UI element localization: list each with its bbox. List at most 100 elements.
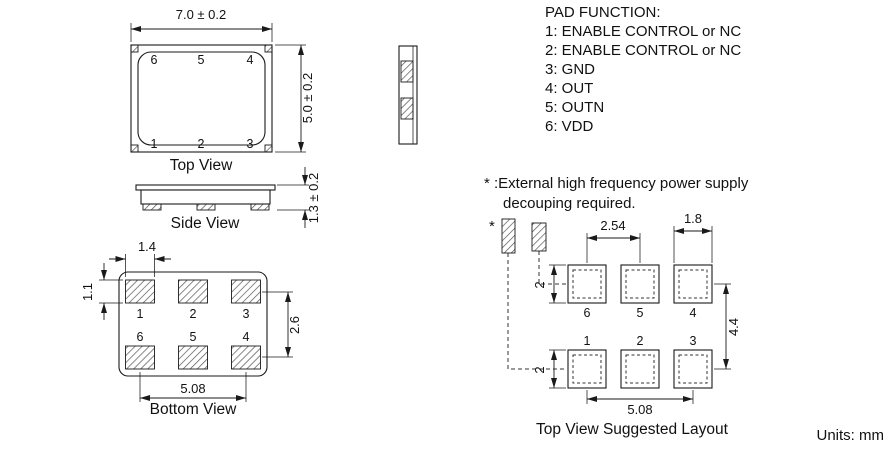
top-view-height-dim-text: 5.0 ± 0.2 — [300, 73, 315, 124]
note-line-1: * :External high frequency power supply — [484, 175, 749, 192]
suggested-layout: * 6 5 4 1 2 3 2.54 — [489, 211, 741, 438]
bottom-view-pad-6 — [125, 345, 155, 370]
bottom-view-pad-height-dimension: 1.1 — [80, 263, 123, 320]
side-view-lid — [135, 184, 276, 191]
layout-pad-4 — [673, 264, 713, 304]
pad-function-title: PAD FUNCTION: — [545, 4, 661, 21]
layout-pad-width-dimension: 1.8 — [673, 211, 713, 263]
bottom-view-pad-4 — [231, 345, 261, 370]
top-view-height-dimension: 5.0 ± 0.2 — [275, 44, 315, 153]
pad-function-item-6: 6: VDD — [545, 118, 594, 135]
layout-pin-label: 1 — [584, 334, 591, 348]
pad-function-item-4: 4: OUT — [545, 80, 593, 97]
decoupling-cap — [531, 222, 547, 252]
layout-pad-height-top-dim-text: 2 — [532, 281, 547, 288]
layout-pad-4-footprint — [678, 269, 708, 299]
layout-pad-1-footprint — [572, 354, 602, 384]
bottom-view-row-gap-dimension: 2.6 — [262, 291, 302, 358]
top-view-width-dimension: 7.0 ± 0.2 — [130, 7, 273, 42]
bottom-view-pad-1 — [125, 279, 155, 304]
top-view-body-outline — [130, 44, 273, 153]
bottom-view-pin-label: 6 — [137, 330, 144, 344]
top-view-pin-label: 6 — [151, 53, 158, 67]
bottom-view-outline — [118, 271, 268, 377]
bottom-view-pad-height-dim-text: 1.1 — [80, 283, 95, 301]
top-view-pin-label: 1 — [151, 137, 158, 151]
top-view-pin-label: 5 — [198, 53, 205, 67]
asterisk-marker: * — [489, 218, 495, 235]
pad-function-list: PAD FUNCTION: 1: ENABLE CONTROL or NC 2:… — [545, 4, 741, 135]
bottom-view-pitch-dim-text: 5.08 — [180, 381, 205, 396]
decoupling-note: * :External high frequency power supply … — [484, 175, 749, 212]
layout-pitch-dimension: 2.54 — [586, 218, 641, 263]
layout-pad-height-bottom-dimension: 2 — [532, 349, 566, 389]
top-view-corner-castellation — [264, 44, 273, 53]
top-view-lid-outline — [137, 51, 266, 146]
layout-pin-label: 3 — [690, 334, 697, 348]
layout-pad-5 — [620, 264, 660, 304]
decoupling-trace — [538, 251, 566, 285]
pad-function-item-3: 3: GND — [545, 61, 595, 78]
top-view-width-dim-text: 7.0 ± 0.2 — [176, 7, 227, 22]
top-view-corner-castellation — [130, 144, 139, 153]
layout-pad-2-footprint — [625, 354, 655, 384]
bottom-view-pad-width-dimension: 1.4 — [109, 239, 171, 277]
side-view-pad — [250, 203, 270, 211]
layout-pad-width-dim-text: 1.8 — [684, 211, 702, 226]
bottom-view-pin-label: 5 — [190, 330, 197, 344]
layout-pad-3-footprint — [678, 354, 708, 384]
units-label: Units: mm — [817, 427, 885, 444]
bottom-view-pin-label: 3 — [243, 307, 250, 321]
bottom-view-title: Bottom View — [150, 401, 238, 418]
side-view-pad — [196, 203, 216, 211]
layout-title: Top View Suggested Layout — [536, 421, 729, 438]
layout-bottom-pitch-dim-text: 5.08 — [627, 402, 652, 417]
decoupling-trace — [507, 253, 566, 370]
layout-row-span-dimension: 4.4 — [714, 283, 741, 370]
bottom-view-pad-2 — [178, 279, 208, 304]
layout-pad-2 — [620, 349, 660, 389]
top-view: 6 5 4 1 2 3 7.0 ± 0.2 5.0 ± 0.2 Top View — [130, 7, 315, 174]
note-line-2: decouping required. — [503, 195, 636, 212]
layout-pad-6 — [567, 264, 607, 304]
end-view-pad — [400, 97, 414, 120]
layout-pin-label: 2 — [637, 334, 644, 348]
end-view-pad — [400, 60, 414, 83]
layout-pad-6-footprint — [572, 269, 602, 299]
top-view-pin-label: 4 — [247, 53, 254, 67]
bottom-view: 1 2 3 6 5 4 1.4 1.1 2.6 — [80, 239, 302, 418]
end-view-outline — [398, 45, 418, 145]
layout-pad-5-footprint — [625, 269, 655, 299]
side-view-title: Side View — [171, 215, 240, 232]
bottom-view-pad-3 — [231, 279, 261, 304]
layout-pad-3 — [673, 349, 713, 389]
side-view-body — [140, 189, 271, 205]
bottom-view-pin-label: 2 — [190, 307, 197, 321]
layout-pin-label: 4 — [690, 306, 697, 320]
top-view-corner-castellation — [130, 44, 139, 53]
layout-pitch-dim-text: 2.54 — [600, 218, 625, 233]
top-view-title: Top View — [170, 157, 233, 174]
bottom-view-pin-label: 1 — [137, 307, 144, 321]
bottom-view-pitch-dimension: 5.08 — [139, 372, 247, 402]
layout-bottom-pitch-dimension: 5.08 — [586, 390, 694, 417]
side-view-pad — [142, 203, 162, 211]
end-view — [398, 45, 418, 145]
bottom-view-pad-width-dim-text: 1.4 — [138, 239, 156, 254]
top-view-corner-castellation — [264, 144, 273, 153]
pad-function-item-1: 1: ENABLE CONTROL or NC — [545, 23, 741, 40]
pad-function-item-5: 5: OUTN — [545, 99, 604, 116]
side-view-thickness-dim-text: 1.3 ± 0.2 — [306, 173, 321, 224]
bottom-view-row-gap-dim-text: 2.6 — [287, 316, 302, 334]
bottom-view-pin-label: 4 — [243, 330, 250, 344]
pad-function-item-2: 2: ENABLE CONTROL or NC — [545, 42, 741, 59]
layout-pin-label: 6 — [584, 306, 591, 320]
layout-row-span-dim-text: 4.4 — [726, 318, 741, 336]
side-view: 1.3 ± 0.2 Side View — [135, 167, 321, 232]
layout-pad-1 — [567, 349, 607, 389]
layout-pin-label: 5 — [637, 306, 644, 320]
layout-pad-height-top-dimension: 2 — [532, 264, 566, 304]
bottom-view-pad-5 — [178, 345, 208, 370]
